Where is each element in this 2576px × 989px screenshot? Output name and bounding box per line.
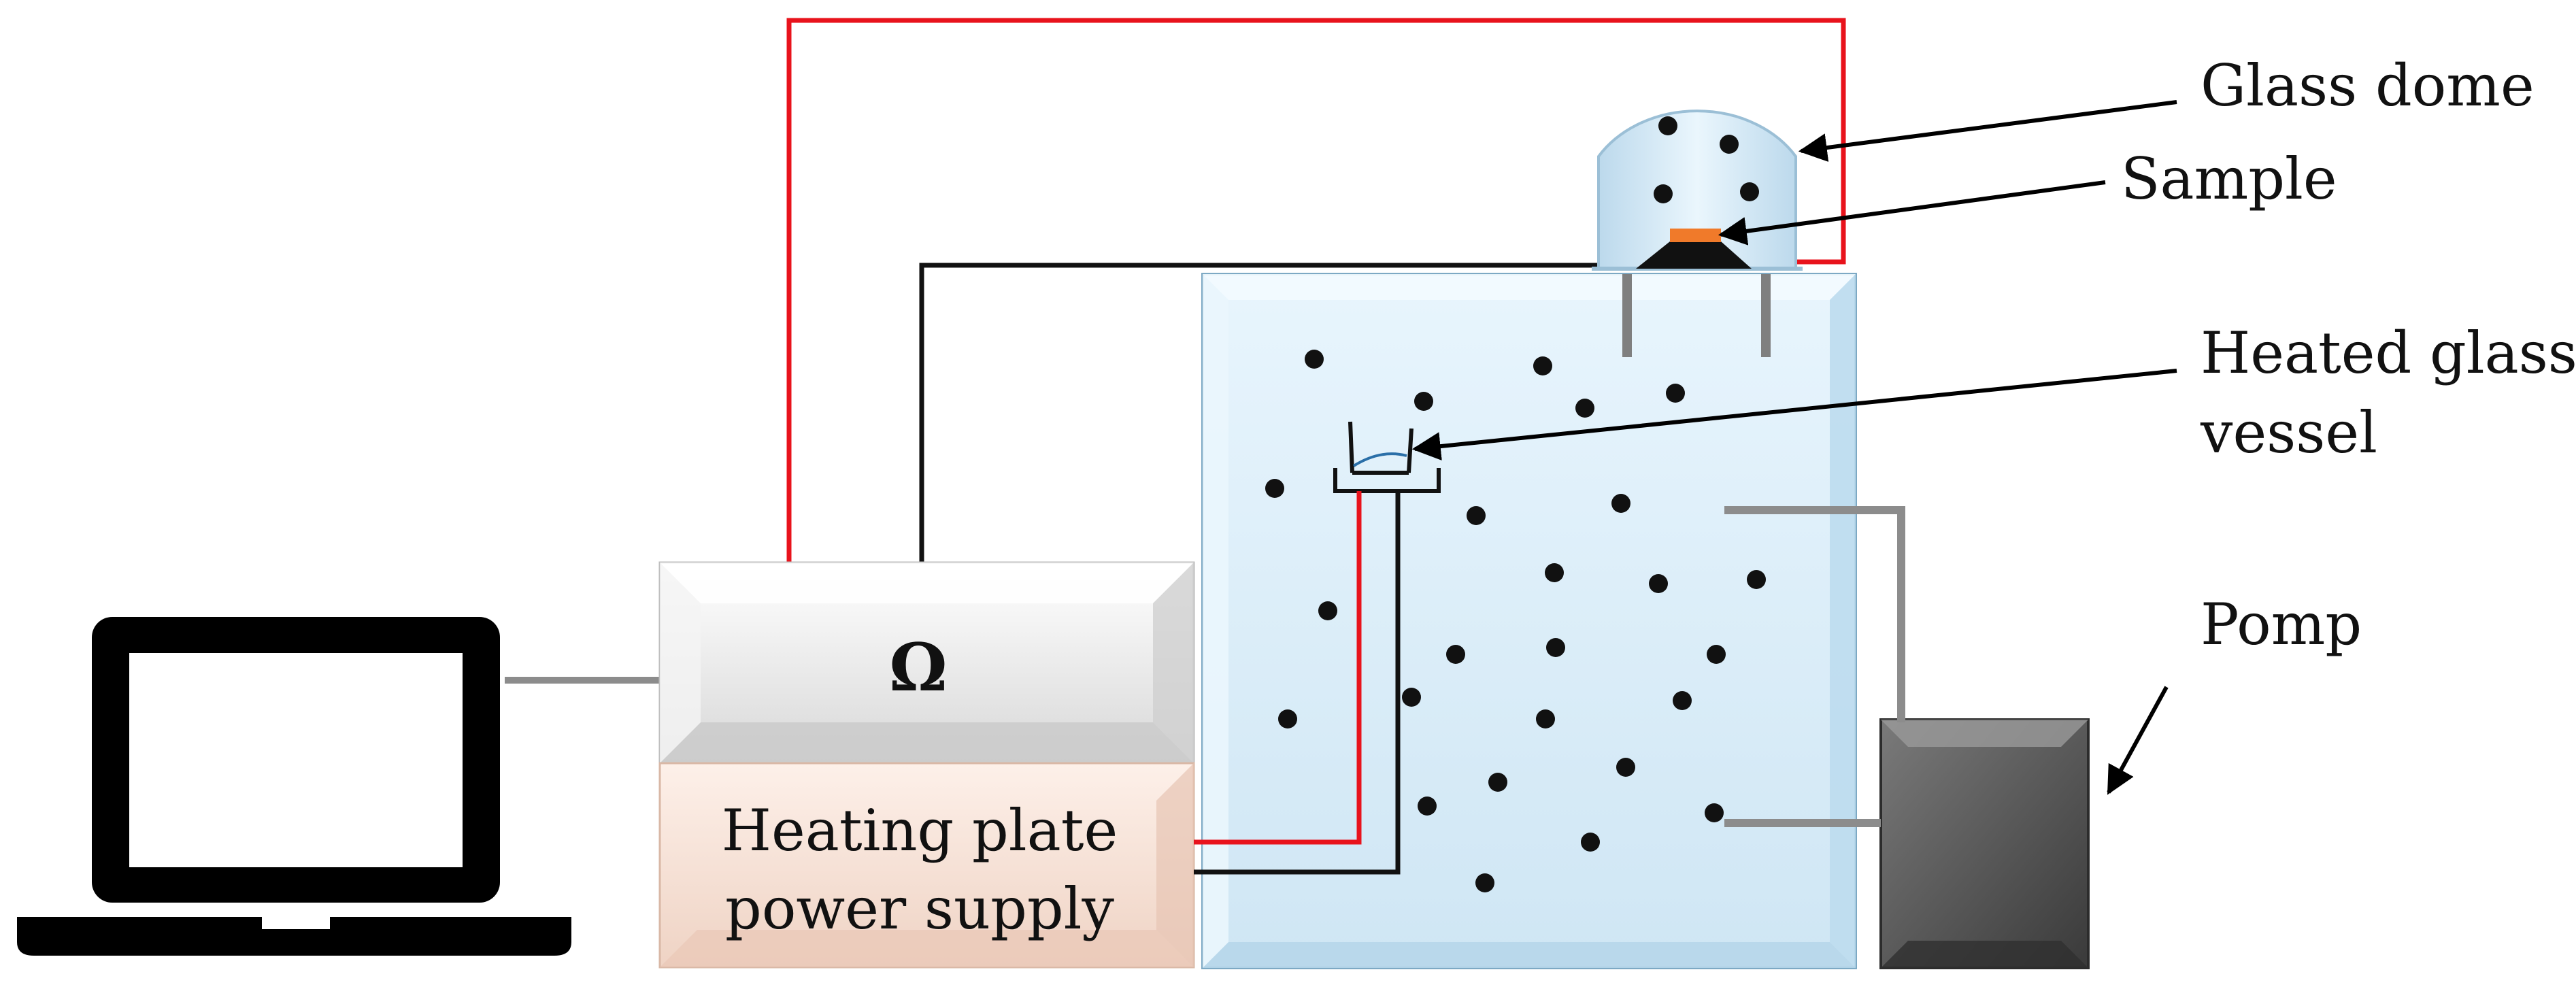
sample-arrow [1718,180,2106,246]
vacuum-chamber [1201,273,1857,969]
heated-glass-vessel [1333,421,1441,493]
particle-dot [1467,506,1486,525]
particle-dot [1616,758,1635,777]
red-wire-meter-to-dome [786,18,1846,619]
particle-dot [1446,645,1465,664]
pump-label: Pomp [2201,591,2362,658]
particle-dot [1546,638,1565,657]
power-supply-label-line1: Heating plate [722,797,1118,864]
pump-pipe-upper [1724,506,1905,722]
glass-dome-arrow [1798,100,2177,162]
gas-particles [1265,116,1766,892]
particle-dot [1658,116,1677,135]
particle-dot [1265,479,1284,498]
particle-dot [1533,356,1552,375]
black-wire-meter-to-sample [919,263,1670,616]
particle-dot [1488,773,1507,792]
pump-arrow [2107,686,2169,795]
sample [1670,229,1721,242]
heated-vessel-label-line1: Heated glass [2201,320,2576,386]
particle-dot [1575,399,1594,418]
glass-dome-label: Glass dome [2201,52,2535,119]
particle-dot [1418,797,1437,816]
particle-dot [1278,709,1297,728]
particle-dot [1649,574,1668,593]
sample-label: Sample [2121,146,2337,212]
particle-dot [1705,803,1724,822]
particle-dot [1666,384,1685,403]
particle-dot [1654,184,1673,203]
laptop-icon [17,617,571,956]
heated-vessel-label-line2: vessel [2200,399,2377,466]
particle-dot [1581,833,1600,852]
red-wire-supply-to-vessel [1194,491,1362,845]
black-wire-supply-to-vessel [1194,491,1401,875]
particle-dot [1747,570,1766,589]
particle-dot [1611,494,1630,513]
particle-dot [1740,182,1759,201]
power-supply-box: Heating plate power supply [658,762,1195,969]
particle-dot [1707,645,1726,664]
power-supply-label-line2: power supply [725,875,1114,942]
particle-dot [1536,709,1555,728]
pump-box [1879,718,2090,969]
particle-dot [1402,688,1421,707]
particle-dot [1545,563,1564,582]
particle-dot [1720,135,1739,154]
particle-dot [1414,392,1433,411]
sample-stage [1636,241,1752,269]
ohm-symbol: Ω [889,629,947,706]
particle-dot [1475,873,1494,892]
particle-dot [1318,601,1337,620]
particle-dot [1305,350,1324,369]
heated-vessel-arrow [1411,369,2177,461]
ohmmeter-box: Ω [658,561,1195,765]
particle-dot [1673,691,1692,710]
